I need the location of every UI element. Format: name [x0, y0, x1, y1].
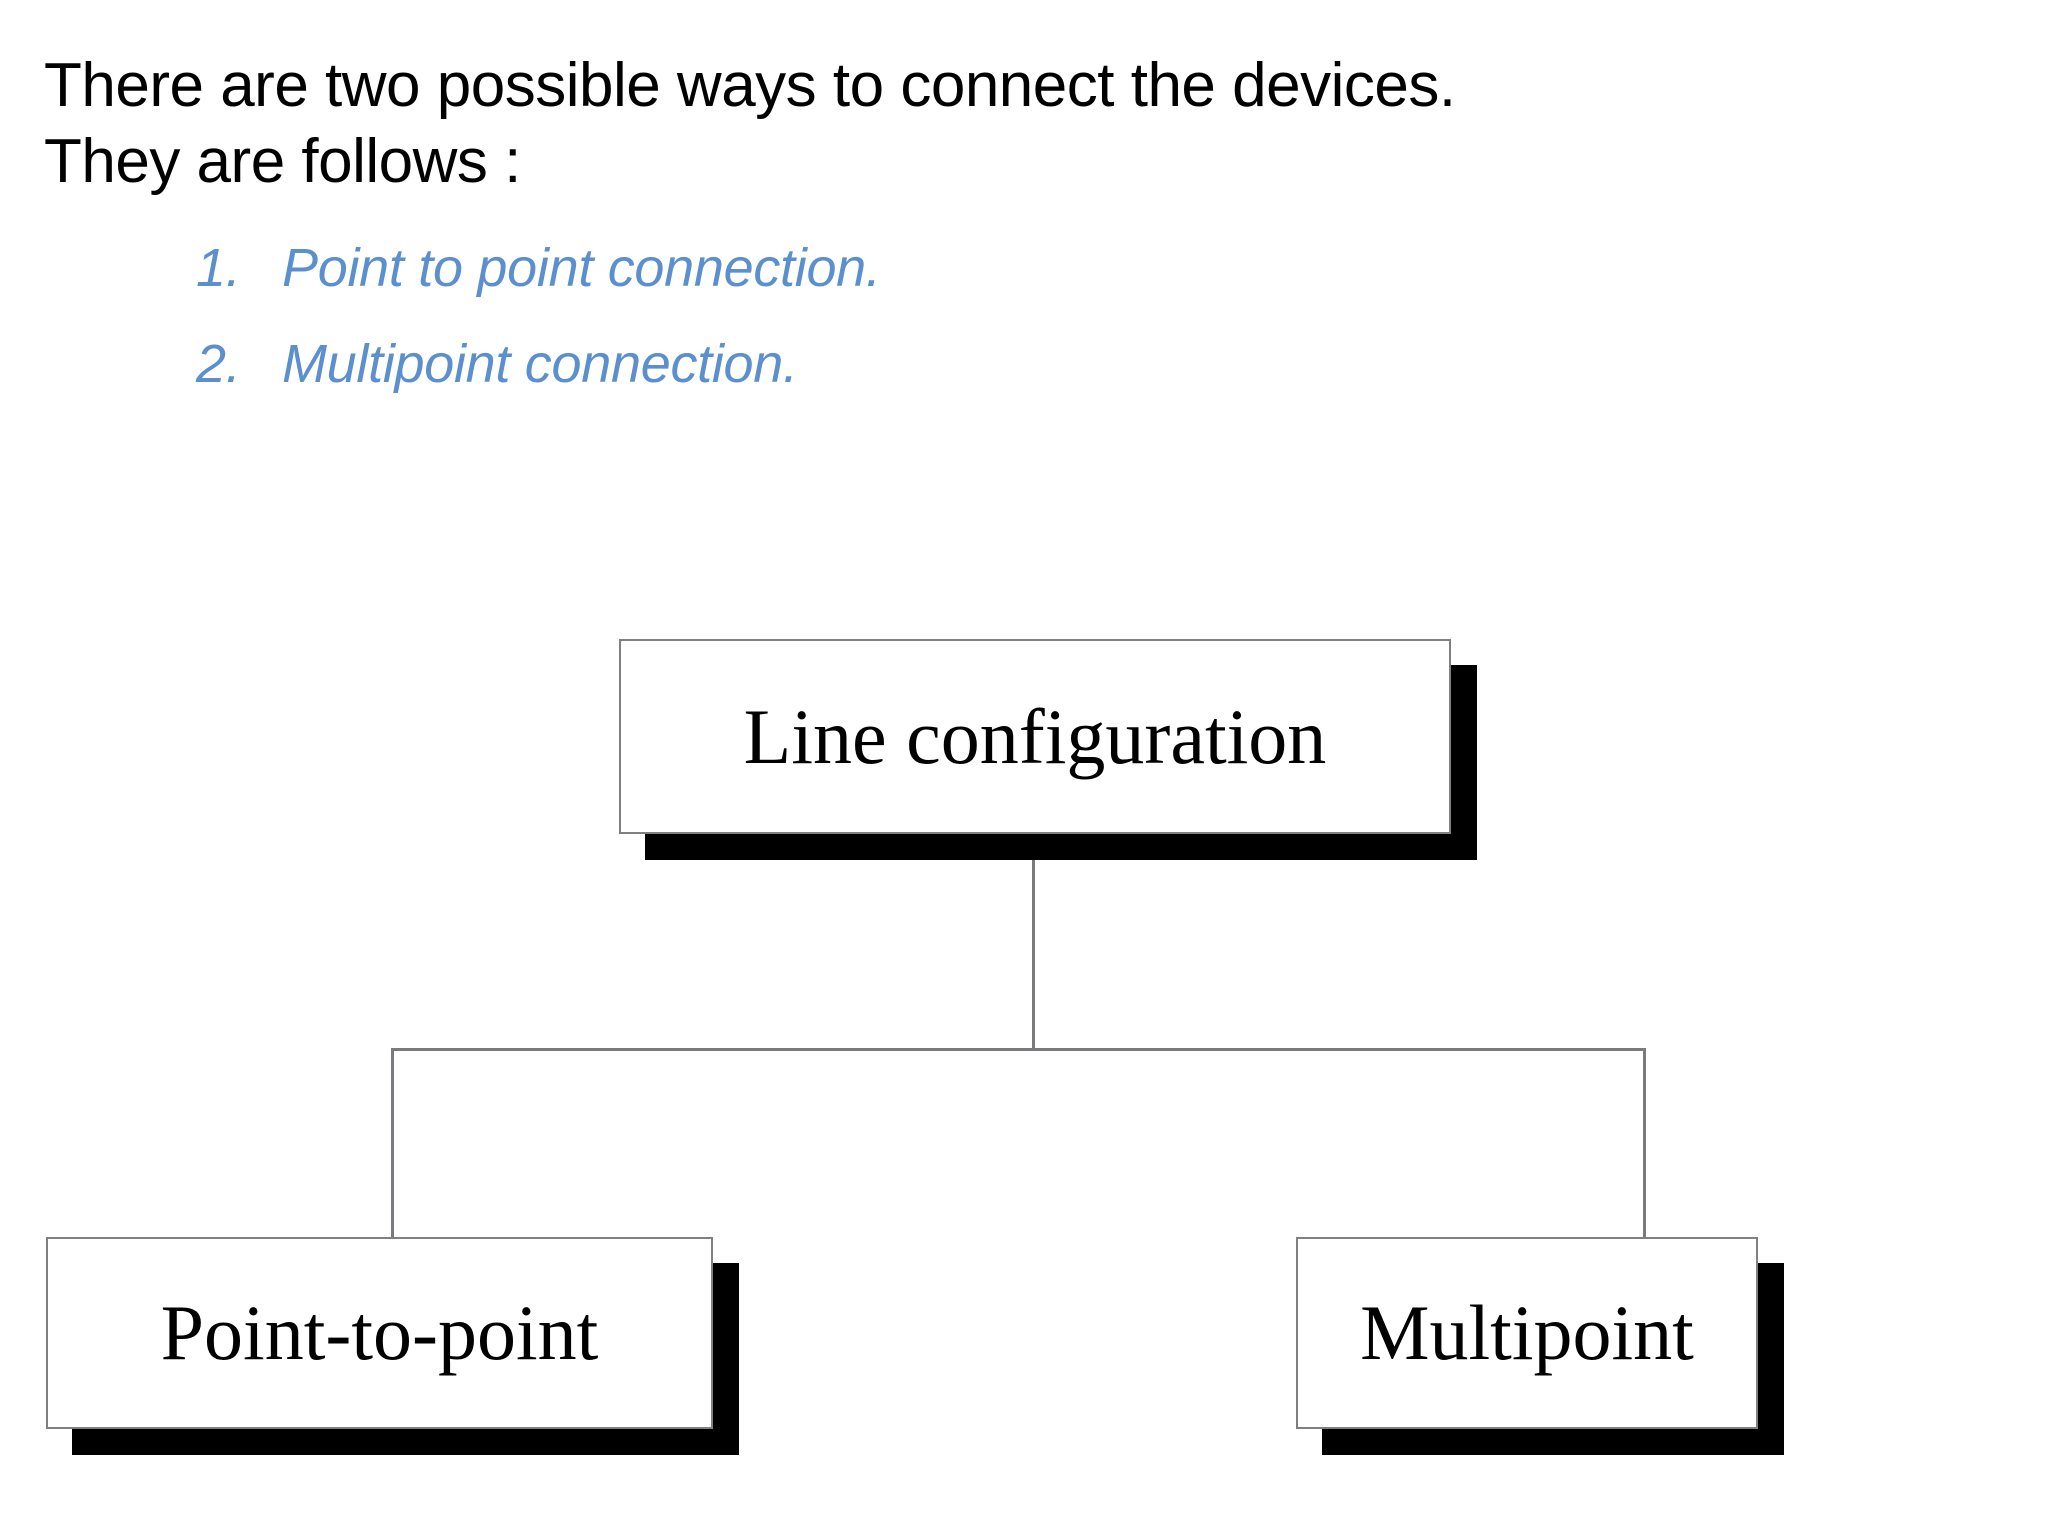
- list-item: 2. Multipoint connection.: [196, 316, 1696, 412]
- page-title: There are two possible ways to connect t…: [44, 51, 1456, 196]
- list-item-number: 2.: [196, 334, 241, 394]
- list-item-label: Point to point connection.: [282, 238, 881, 298]
- connector-left-branch: [391, 1048, 394, 1238]
- list-item: 1. Point to point connection.: [196, 220, 1696, 316]
- node-point-to-point: Point-to-point: [46, 1237, 713, 1429]
- ordered-list: 1. Point to point connection. 2. Multipo…: [196, 220, 1696, 412]
- connector-right-branch: [1643, 1048, 1646, 1238]
- node-label: Point-to-point: [160, 1289, 599, 1377]
- connector-root-stem: [1032, 834, 1035, 1050]
- connector-horizontal-bus: [391, 1048, 1646, 1051]
- node-line-configuration: Line configuration: [619, 639, 1451, 834]
- node-label: Line configuration: [743, 692, 1327, 780]
- node-label: Multipoint: [1360, 1289, 1694, 1377]
- list-item-label: Multipoint connection.: [282, 334, 798, 394]
- node-multipoint: Multipoint: [1296, 1237, 1758, 1429]
- list-item-number: 1.: [196, 238, 241, 298]
